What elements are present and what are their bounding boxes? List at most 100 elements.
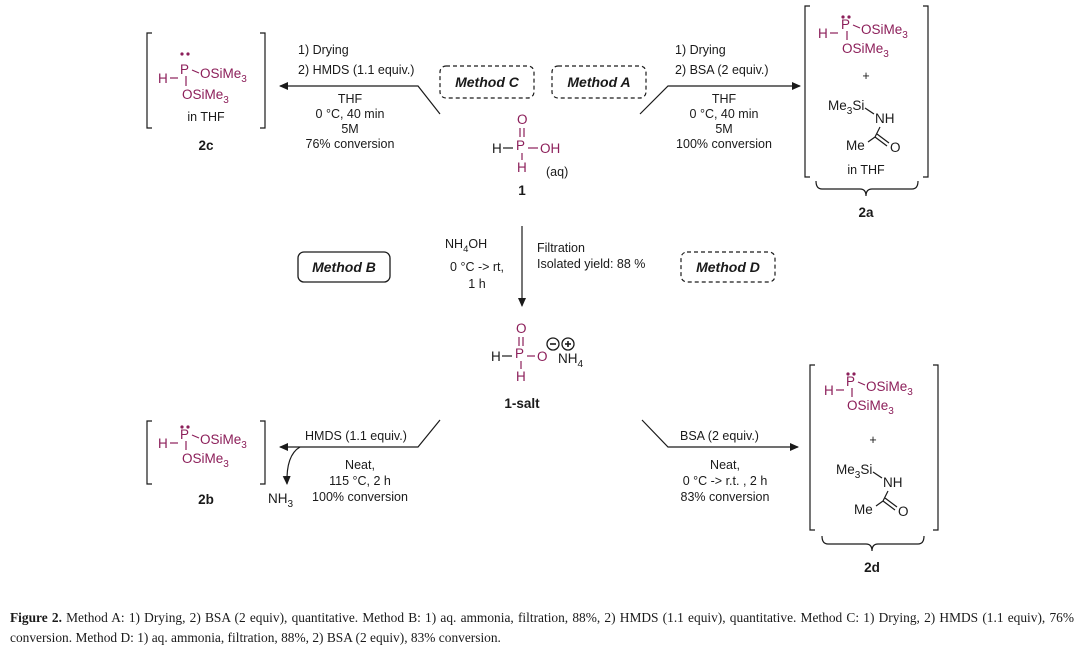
solvent-label: in THF — [187, 110, 225, 124]
svg-text:Filtration: Filtration — [537, 241, 585, 255]
svg-text:0 °C, 40 min: 0 °C, 40 min — [690, 107, 759, 121]
osime3-group: OSiMe3 — [200, 432, 247, 451]
svg-text:H: H — [492, 141, 502, 156]
method-a-box: Method A — [551, 65, 647, 99]
svg-text:Method D: Method D — [696, 259, 760, 275]
compound-label-1: 1 — [518, 183, 526, 198]
figure-caption: Figure 2. Method A: 1) Drying, 2) BSA (2… — [10, 608, 1074, 648]
svg-text:0 °C, 40 min: 0 °C, 40 min — [316, 107, 385, 121]
me3si-group: Me3Si — [836, 462, 872, 481]
compound-label-1-salt: 1-salt — [504, 396, 540, 411]
reaction-scheme: H P OSiMe3 OSiMe3 in THF 2c 1) Drying 2)… — [146, 5, 939, 575]
svg-text:115 °C, 2 h: 115 °C, 2 h — [329, 474, 391, 488]
osime3-group: OSiMe3 — [861, 22, 908, 41]
svg-text:83% conversion: 83% conversion — [681, 490, 770, 504]
svg-text:Me: Me — [846, 138, 865, 153]
osime3-group: OSiMe3 — [866, 379, 913, 398]
svg-text:100% conversion: 100% conversion — [312, 490, 408, 504]
lone-pair — [180, 52, 184, 56]
svg-text:P: P — [515, 346, 524, 361]
compound-2d: H P OSiMe3 OSiMe3 + Me3Si NH O Me 2d — [809, 364, 939, 575]
svg-text:Method C: Method C — [455, 74, 520, 90]
bracket-left — [809, 364, 815, 531]
svg-text:Isolated yield: 88 %: Isolated yield: 88 % — [537, 257, 645, 271]
svg-text:2) HMDS (1.1 equiv.): 2) HMDS (1.1 equiv.) — [298, 63, 414, 77]
bracket-right — [260, 420, 266, 485]
svg-text:NH: NH — [883, 475, 903, 490]
arrow-bsa: BSA (2 equiv.) Neat, 0 °C -> r.t. , 2 h … — [641, 419, 799, 504]
svg-text:THF: THF — [338, 92, 363, 106]
ammonia-byproduct: NH3 — [268, 491, 294, 510]
ammonium-cation: NH4 — [558, 351, 584, 370]
svg-text:H: H — [158, 436, 168, 451]
bracket-right — [260, 32, 266, 129]
svg-text:1) Drying: 1) Drying — [675, 43, 726, 57]
svg-text:0 °C -> rt,: 0 °C -> rt, — [450, 260, 504, 274]
caption-text: Method A: 1) Drying, 2) BSA (2 equiv), q… — [10, 610, 1074, 645]
bracket-left — [804, 5, 810, 178]
svg-text:O: O — [537, 349, 548, 364]
plus-sign: + — [862, 69, 869, 83]
svg-text:P: P — [841, 17, 850, 32]
compound-2a: H P OSiMe3 OSiMe3 + Me3Si NH O Me in THF… — [804, 5, 929, 220]
compound-2b: H P OSiMe3 OSiMe3 2b — [146, 420, 266, 507]
svg-text:Neat,: Neat, — [345, 458, 375, 472]
svg-text:2) BSA (2 equiv.): 2) BSA (2 equiv.) — [675, 63, 769, 77]
bracket-right — [923, 5, 929, 178]
byproduct-arrow — [282, 446, 301, 485]
bracket-right — [933, 364, 939, 531]
svg-text:OH: OH — [540, 141, 560, 156]
svg-text:P: P — [846, 374, 855, 389]
osime3-group: OSiMe3 — [842, 41, 889, 60]
svg-text:BSA (2 equiv.): BSA (2 equiv.) — [680, 429, 759, 443]
svg-text:H: H — [491, 349, 501, 364]
arrow-hmds: NH3 HMDS (1.1 equiv.) Neat, 115 °C, 2 h … — [268, 419, 441, 510]
osime3-group: OSiMe3 — [182, 87, 229, 106]
compound-1-salt: O P H O H NH4 1-salt — [491, 321, 584, 411]
svg-text:1) Drying: 1) Drying — [298, 43, 349, 57]
osime3-group: OSiMe3 — [847, 398, 894, 417]
bracket-left — [146, 32, 152, 129]
svg-text:NH4OH: NH4OH — [445, 237, 487, 255]
arrow-method-a: 1) Drying 2) BSA (2 equiv.) THF 0 °C, 40… — [639, 43, 801, 151]
bracket-left — [146, 420, 152, 485]
compound-label-2c: 2c — [198, 138, 214, 153]
svg-text:Method A: Method A — [567, 74, 630, 90]
svg-text:THF: THF — [712, 92, 737, 106]
method-c-box: Method C — [439, 65, 535, 99]
solvent-label: in THF — [847, 163, 885, 177]
compound-label-2b: 2b — [198, 492, 214, 507]
compound-2c: H P OSiMe3 OSiMe3 in THF 2c — [146, 32, 266, 153]
svg-text:76% conversion: 76% conversion — [306, 137, 395, 151]
svg-text:P: P — [516, 138, 525, 153]
atom-p: P — [180, 62, 189, 77]
svg-text:1 h: 1 h — [468, 277, 485, 291]
svg-text:P: P — [180, 427, 189, 442]
svg-text:O: O — [890, 140, 901, 155]
compound-label-2a: 2a — [858, 205, 874, 220]
svg-text:100% conversion: 100% conversion — [676, 137, 772, 151]
svg-text:H: H — [824, 383, 834, 398]
svg-text:HMDS (1.1 equiv.): HMDS (1.1 equiv.) — [305, 429, 407, 443]
svg-text:Method B: Method B — [312, 259, 376, 275]
svg-text:NH: NH — [875, 111, 895, 126]
svg-text:H: H — [517, 160, 527, 175]
osime3-group: OSiMe3 — [182, 451, 229, 470]
svg-text:Neat,: Neat, — [710, 458, 740, 472]
svg-text:O: O — [517, 112, 528, 127]
svg-text:H: H — [516, 369, 526, 384]
svg-text:O: O — [516, 321, 527, 336]
svg-text:Me: Me — [854, 502, 873, 517]
me3si-group: Me3Si — [828, 98, 864, 117]
arrow-method-c: 1) Drying 2) HMDS (1.1 equiv.) THF 0 °C,… — [279, 43, 441, 151]
method-d-box: Method D — [680, 251, 776, 283]
compound-1: O P H OH H (aq) 1 — [492, 112, 568, 198]
minus-charge — [546, 337, 560, 351]
svg-text:5M: 5M — [341, 122, 358, 136]
underbrace — [821, 535, 925, 552]
svg-text:5M: 5M — [715, 122, 732, 136]
plus-charge — [561, 337, 575, 351]
svg-text:0 °C -> r.t. , 2 h: 0 °C -> r.t. , 2 h — [683, 474, 768, 488]
svg-text:O: O — [898, 504, 909, 519]
lone-pair — [186, 52, 190, 56]
